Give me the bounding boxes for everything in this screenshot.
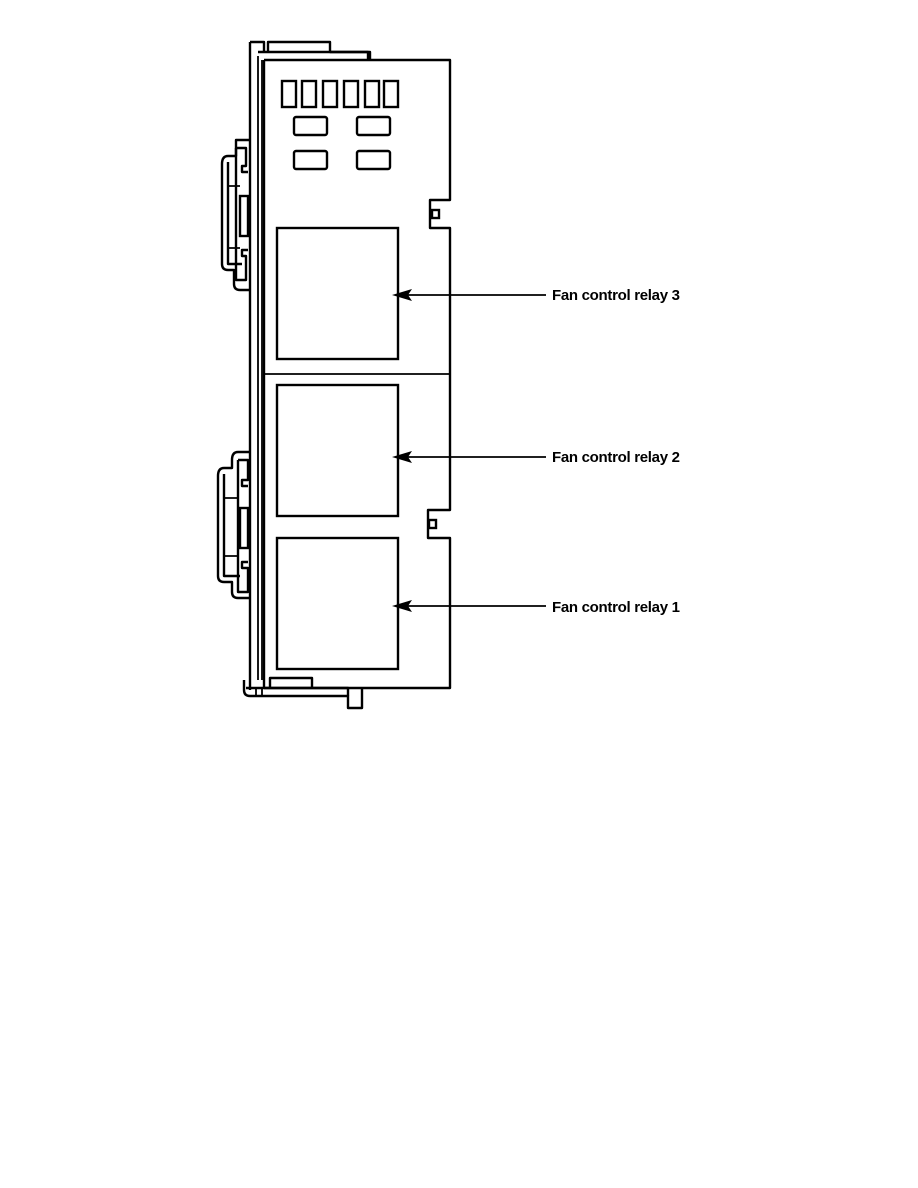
fan-control-relay-1 [275, 536, 400, 671]
latch-upper [220, 138, 250, 292]
fuse-slots [292, 115, 392, 171]
leader-arrow-relay1 [392, 600, 546, 612]
leader-arrow-relay3 [392, 289, 546, 301]
label-fan-control-relay-3: Fan control relay 3 [552, 287, 680, 304]
top-clip [248, 40, 372, 690]
housing-notch-top [430, 208, 441, 220]
label-fan-control-relay-2: Fan control relay 2 [552, 449, 680, 466]
fan-control-relay-3 [275, 226, 400, 361]
housing-outline [264, 58, 452, 690]
connector-pins [280, 79, 400, 109]
leader-arrow-relay2 [392, 451, 546, 463]
bottom-clip [242, 676, 364, 710]
label-fan-control-relay-1: Fan control relay 1 [552, 599, 680, 616]
housing-notch-bottom [427, 518, 438, 530]
latch-lower [216, 450, 250, 600]
fan-control-relay-2 [275, 383, 400, 518]
